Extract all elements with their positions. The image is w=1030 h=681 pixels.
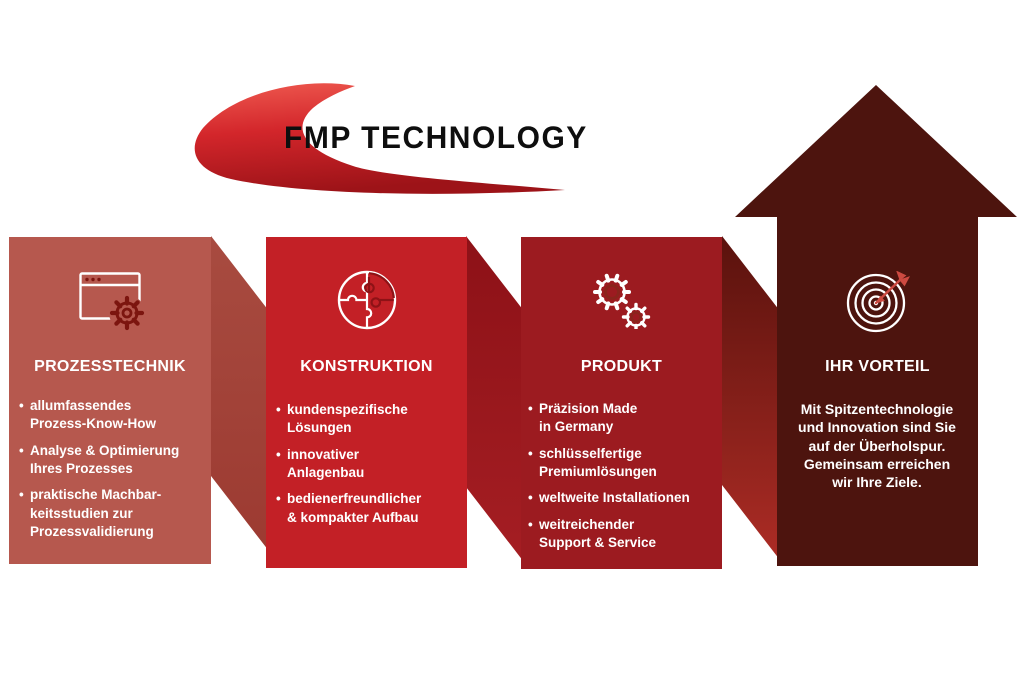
advantage-paragraph: Mit Spitzentechnologie und Innovation si… bbox=[798, 401, 956, 491]
bullet-marker: • bbox=[19, 487, 24, 503]
bullet-marker: • bbox=[276, 446, 281, 462]
panel-produkt: PRODUKT •Präzision Made in Germany •schl… bbox=[521, 237, 722, 569]
bullet-marker: • bbox=[19, 398, 24, 413]
bullet-marker: • bbox=[528, 516, 533, 532]
fmp-logo: FMP TECHNOLOGY bbox=[183, 78, 588, 200]
panel-title: KONSTRUKTION bbox=[300, 358, 433, 375]
bullet-marker: • bbox=[19, 442, 24, 458]
bullet-marker: • bbox=[528, 445, 533, 461]
target-dart-icon bbox=[846, 271, 911, 333]
fmp-logo-swoosh-icon bbox=[194, 83, 565, 194]
panel-title: IHR VORTEIL bbox=[825, 358, 930, 375]
bullet-list: •kundenspezifische Lösungen •innovativer… bbox=[276, 401, 463, 535]
panel-prozesstechnik: PROZESSTECHNIK •allumfassendes Prozess-K… bbox=[9, 237, 211, 564]
ribbon-fold-1 bbox=[211, 236, 272, 555]
bullet-item: •allumfassendes Prozess-Know-How bbox=[19, 397, 207, 434]
bullet-list: •allumfassendes Prozess-Know-How •Analys… bbox=[19, 397, 207, 550]
panel-title: PROZESSTECHNIK bbox=[34, 358, 186, 375]
bullet-marker: • bbox=[276, 491, 281, 507]
bullet-item: •weitreichender Support & Service bbox=[528, 516, 721, 553]
bullet-item: •kundenspezifische Lösungen bbox=[276, 401, 463, 438]
bullet-item: •bedienerfreundlicher & kompakter Aufbau bbox=[276, 490, 463, 527]
panel-konstruktion: KONSTRUKTION •kundenspezifische Lösungen… bbox=[266, 237, 467, 568]
panel-title: PRODUKT bbox=[580, 358, 663, 375]
bullet-marker: • bbox=[528, 401, 533, 416]
bullet-marker: • bbox=[528, 490, 533, 506]
ribbon-fold-3 bbox=[722, 236, 783, 564]
bullet-list: •Präzision Made in Germany •schlüsselfer… bbox=[528, 400, 721, 561]
browser-gear-icon bbox=[79, 272, 145, 331]
bullet-item: •weltweite Installationen bbox=[528, 489, 721, 507]
gears-icon bbox=[593, 273, 651, 329]
bullet-marker: • bbox=[276, 402, 281, 417]
bullet-item: •schlüsselfertige Premiumlösungen bbox=[528, 445, 721, 482]
fmp-logo-text: FMP TECHNOLOGY bbox=[284, 121, 588, 156]
globe-puzzle-icon bbox=[337, 270, 397, 330]
bullet-item: •innovativer Anlagenbau bbox=[276, 446, 463, 483]
ribbon-fold-2 bbox=[466, 236, 527, 566]
bullet-item: •Präzision Made in Germany bbox=[528, 400, 721, 437]
bullet-item: •Analyse & Optimierung Ihres Prozesses bbox=[19, 442, 207, 479]
bullet-item: •praktische Machbar- keitsstudien zur Pr… bbox=[19, 486, 207, 541]
